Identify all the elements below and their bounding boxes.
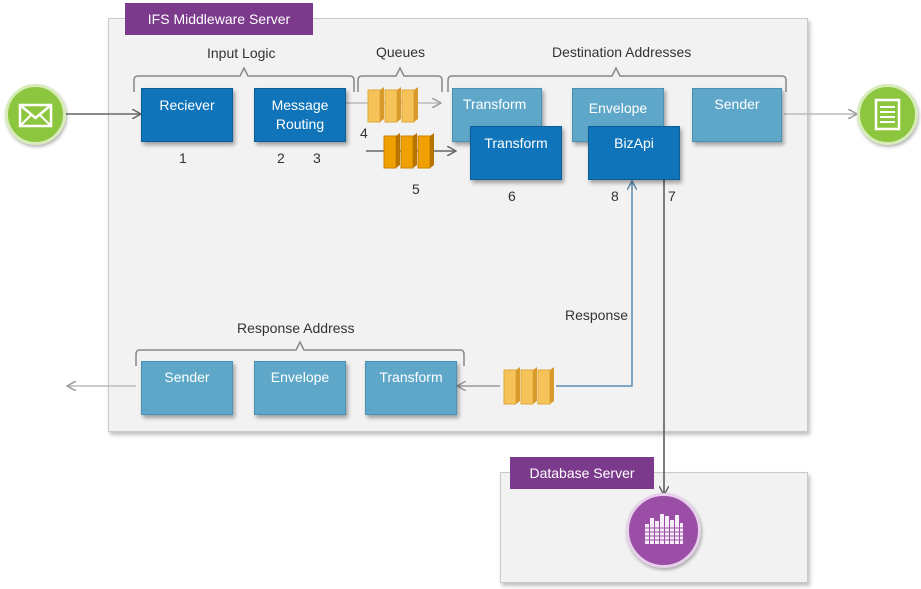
bracket-destination-addresses: [447, 66, 787, 92]
dest-sender-box: Sender: [692, 88, 782, 142]
label-input-logic: Input Logic: [207, 45, 276, 61]
database-server-title: Database Server: [510, 457, 654, 489]
database-icon: [626, 493, 701, 568]
dest-bizapi-box: BizApi: [588, 126, 680, 180]
bracket-response-address: [135, 340, 465, 366]
step-number: 8: [611, 188, 619, 204]
queue-1-icon: [367, 87, 418, 123]
middleware-server-title: IFS Middleware Server: [125, 3, 313, 35]
resp-transform-box: Transform: [365, 361, 457, 415]
label-queues: Queues: [376, 44, 426, 60]
step-number: 2: [277, 150, 285, 166]
step-number: 6: [508, 188, 516, 204]
label-destination-addresses: Destination Addresses: [552, 44, 692, 60]
bracket-input-logic: [133, 66, 355, 92]
label-response-address: Response Address: [237, 320, 355, 336]
receiver-box: Reciever: [141, 88, 233, 142]
bracket-queues: [357, 66, 443, 92]
queue-2-icon: [383, 133, 434, 169]
step-number: 5: [412, 181, 420, 197]
envelope-icon: [5, 84, 66, 145]
document-icon: [857, 84, 918, 145]
step-number: 1: [179, 150, 187, 166]
step-number: 7: [668, 188, 676, 204]
queue-response-icon: [503, 367, 554, 405]
dest-transform-front-box: Transform: [470, 126, 562, 180]
step-number: 4: [360, 125, 368, 141]
resp-envelope-box: Envelope: [254, 361, 346, 415]
label-response: Response: [565, 307, 629, 323]
message-routing-box: Message Routing: [254, 88, 346, 142]
resp-sender-box: Sender: [141, 361, 233, 415]
arrow-response-to-bizapi: [556, 182, 632, 387]
step-number: 3: [313, 150, 321, 166]
